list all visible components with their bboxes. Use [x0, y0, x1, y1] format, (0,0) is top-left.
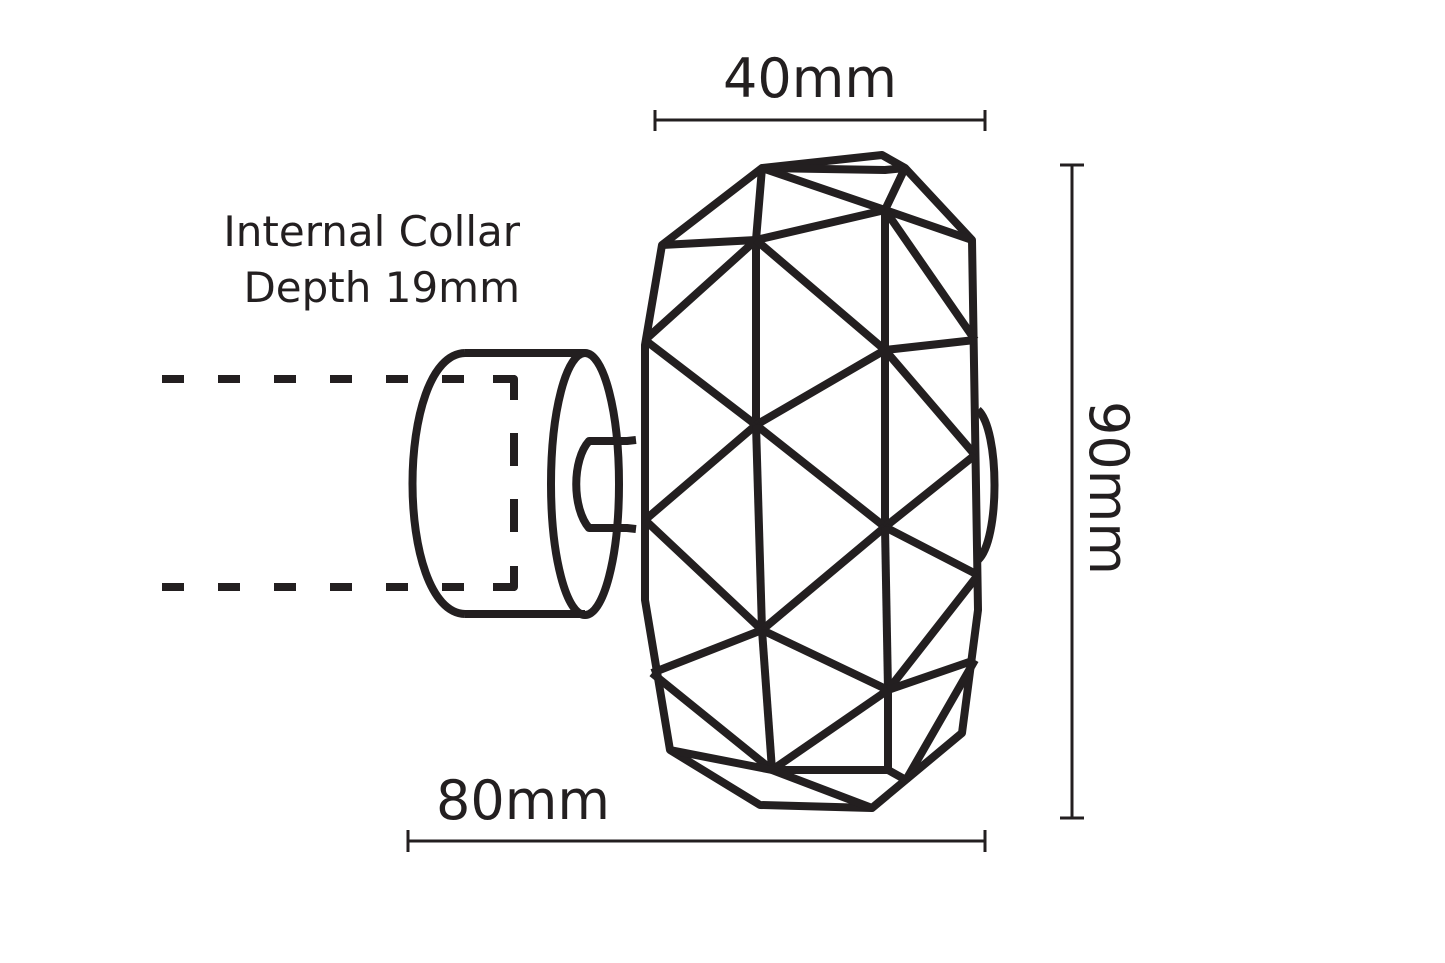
hidden-pole-outline — [162, 375, 518, 591]
annotation-line-2: Depth 19mm — [243, 263, 520, 312]
collar — [408, 349, 623, 619]
collar-depth-annotation: Internal Collar Depth 19mm — [150, 204, 520, 316]
width-dimension-label: 40mm — [723, 47, 897, 110]
rear-cap — [974, 407, 999, 563]
annotation-line-1: Internal Collar — [223, 207, 520, 256]
width-dimension-line — [653, 110, 987, 131]
length-dimension-label: 80mm — [436, 769, 610, 832]
height-dimension-label: 90mm — [1077, 401, 1140, 575]
height-dimension-line — [1060, 163, 1084, 820]
faceted-finial — [641, 151, 982, 812]
connector-stem — [572, 436, 637, 533]
length-dimension-line — [406, 830, 987, 852]
